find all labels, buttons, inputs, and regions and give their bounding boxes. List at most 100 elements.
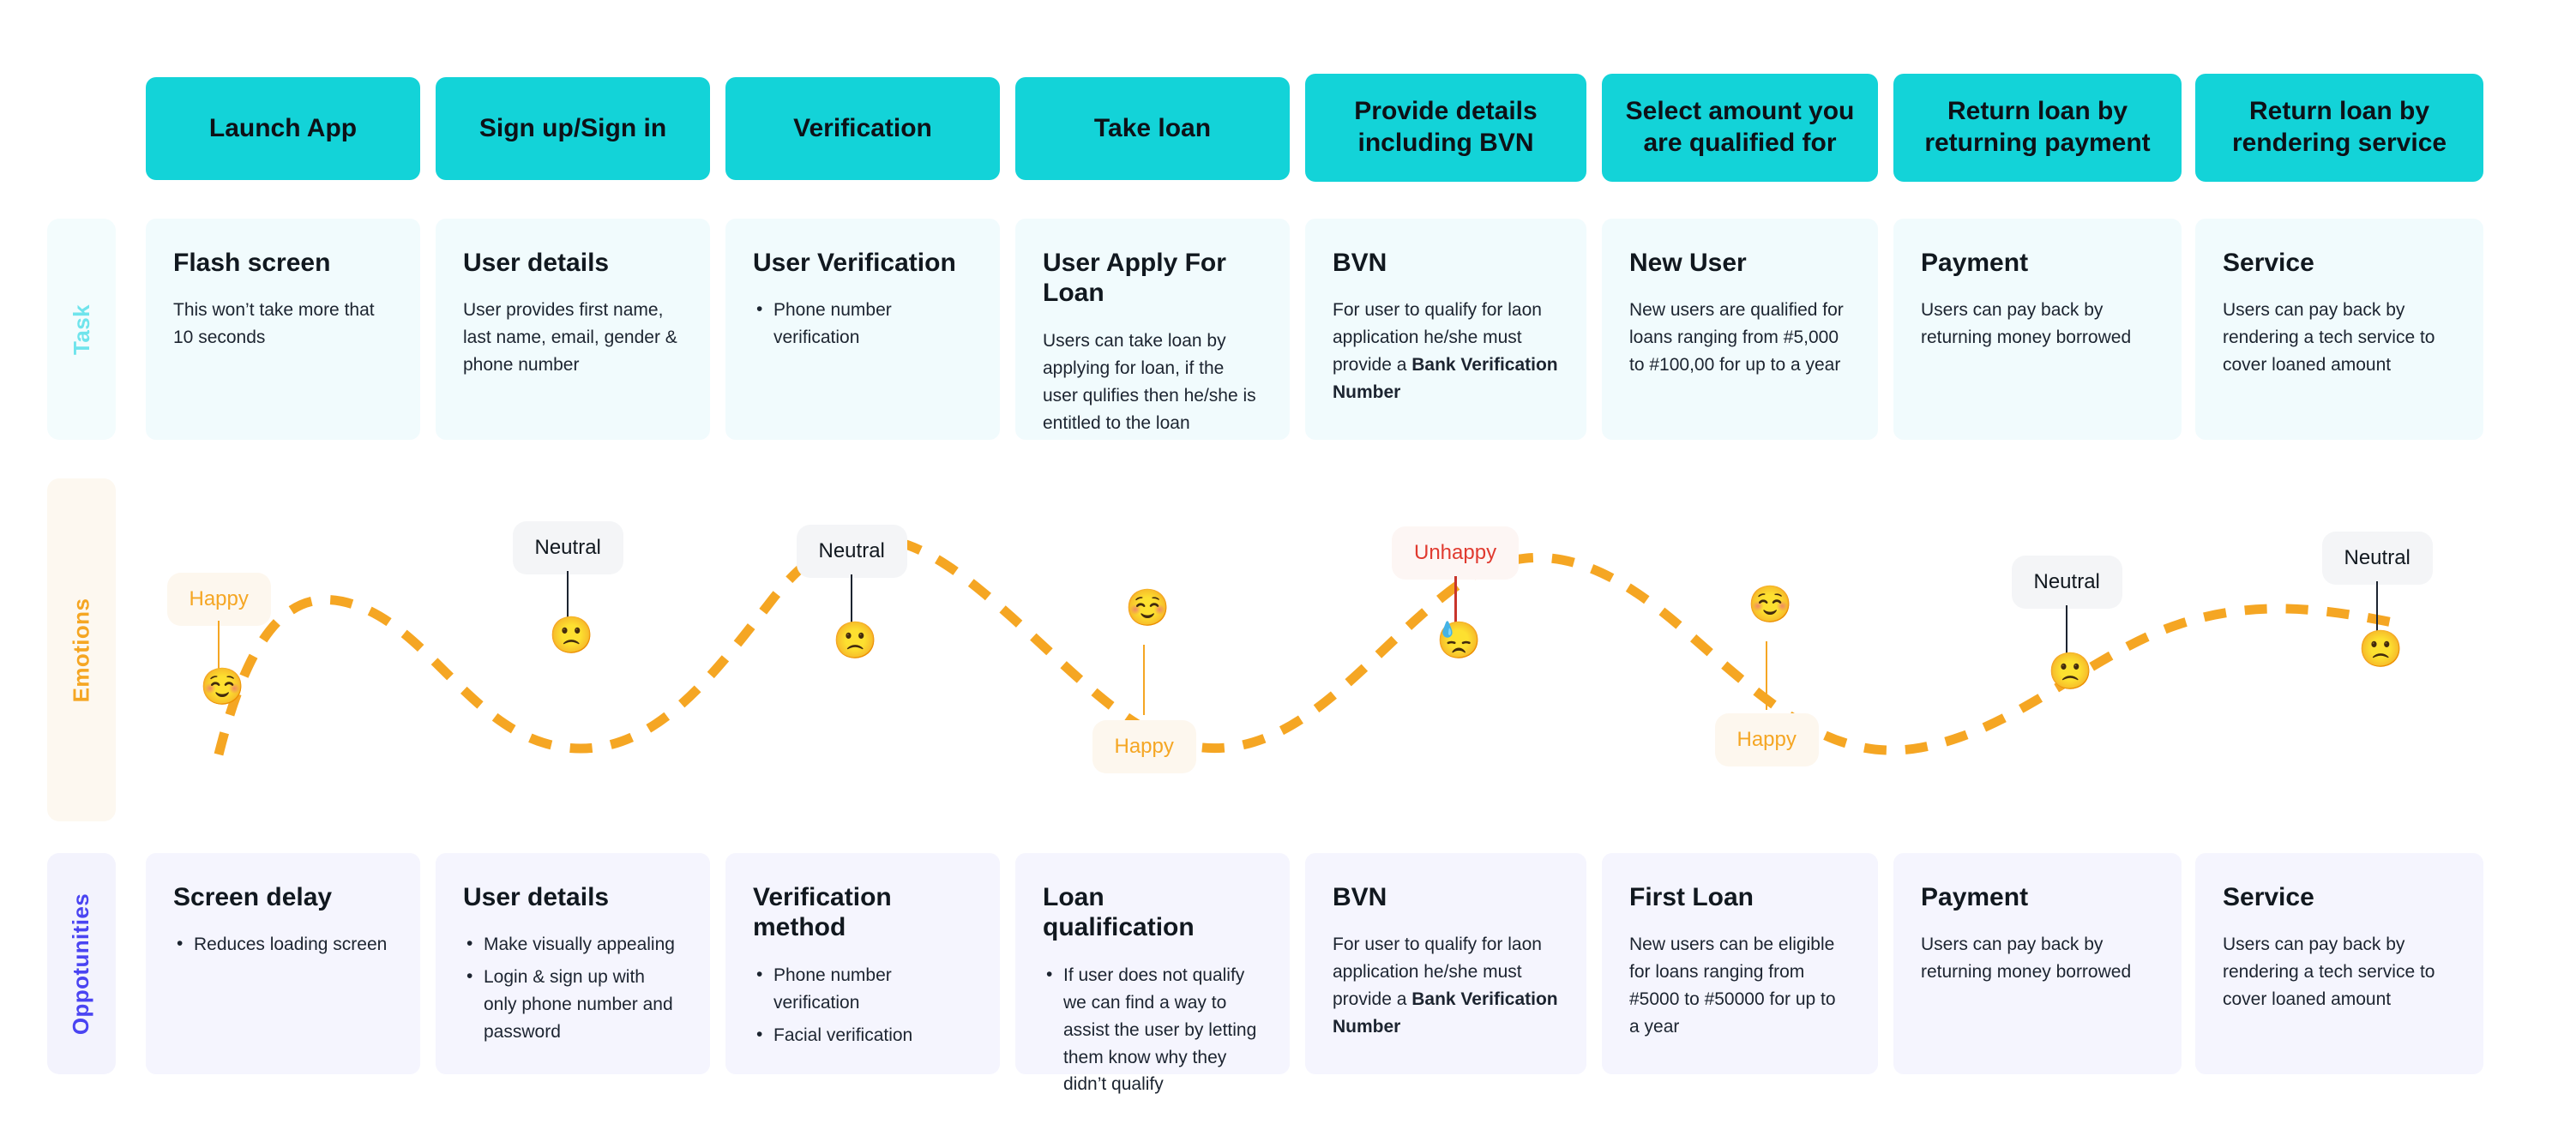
card-bullet-item: Facial verification xyxy=(753,1021,972,1049)
card-bullet-list: Make visually appealingLogin & sign up w… xyxy=(463,930,683,1046)
stage-button-label: Return loan by returning payment xyxy=(1924,97,2151,157)
card-body: For user to qualify for laon application… xyxy=(1333,931,1559,1041)
rail-task-text: Task xyxy=(68,304,94,355)
emotion-label-pill-happy[interactable]: Happy xyxy=(1092,720,1196,773)
card-bullet-item: Phone number verification xyxy=(753,961,972,1017)
card-title: User details xyxy=(463,249,610,277)
card-body: New users are qualified for loans rangin… xyxy=(1629,300,1844,376)
emotion-face-icon-happy: ☺️ xyxy=(1125,587,1171,628)
stage-button-8[interactable]: Return loan by rendering service xyxy=(2195,74,2483,182)
card-body: Users can take loan by applying for loan… xyxy=(1043,330,1256,433)
opportunity-card[interactable]: Verification methodPhone number verifica… xyxy=(725,853,1000,1074)
card-body: Users can pay back by returning money bo… xyxy=(1921,300,2132,348)
card-title: Payment xyxy=(1921,883,2029,911)
emotion-face-icon-neutral: 🙁 xyxy=(2048,651,2093,691)
emotion-label-pill-neutral[interactable]: Neutral xyxy=(2321,532,2433,585)
card-body: Users can pay back by rendering a tech s… xyxy=(2223,935,2435,1010)
stage-button-label: Launch App xyxy=(208,113,358,142)
rail-label-opportunities: Oppotunities xyxy=(47,853,116,1074)
emotion-face-icon-happy: ☺️ xyxy=(200,666,245,706)
card-title: New User xyxy=(1629,249,1747,277)
emotion-face-icon-unhappy: 😓 xyxy=(1436,620,1482,660)
stage-button-label: Verification xyxy=(793,113,932,142)
stage-button-3[interactable]: Verification xyxy=(725,77,1000,180)
card-body-text: For user to qualify for laon application… xyxy=(1333,935,1542,1010)
card-body: New users can be eligible for loans rang… xyxy=(1629,935,1836,1037)
stage-button-label: Select amount you are qualified for xyxy=(1625,97,1855,157)
card-bullet-item: Phone number verification xyxy=(753,296,972,352)
emotion-label-text: Unhappy xyxy=(1414,541,1497,564)
stage-button-2[interactable]: Sign up/Sign in xyxy=(436,77,710,180)
card-bullet-list: If user does not qualify we can find a w… xyxy=(1043,961,1262,1099)
card-bullet-item: Login & sign up with only phone number a… xyxy=(463,963,683,1046)
task-card[interactable]: BVN For user to qualify for laon applicat… xyxy=(1305,219,1586,440)
card-bullet-item: Reduces loading screen xyxy=(173,930,393,959)
card-body: For user to qualify for laon application… xyxy=(1333,297,1559,406)
card-body-text: For user to qualify for laon application… xyxy=(1333,300,1542,376)
card-title: Loan qualification xyxy=(1043,883,1195,942)
emotion-face-icon-neutral: 🙁 xyxy=(549,615,594,655)
rail-emotions-text: Emotions xyxy=(68,598,94,702)
card-body: This won’t take more that 10 seconds xyxy=(173,300,375,348)
card-body: Users can pay back by returning money bo… xyxy=(1921,935,2132,983)
emotion-label-pill-unhappy[interactable]: Unhappy xyxy=(1392,526,1520,580)
rail-label-task: Task xyxy=(47,219,116,440)
emotion-face-icon-neutral: 🙁 xyxy=(2358,628,2404,669)
emotion-label-pill-neutral[interactable]: Neutral xyxy=(512,521,623,574)
emotion-label-text: Neutral xyxy=(534,536,601,559)
emotion-label-text: Happy xyxy=(1736,728,1797,751)
card-bullet-list: Reduces loading screen xyxy=(173,930,393,959)
emotion-label-pill-neutral[interactable]: Neutral xyxy=(796,525,907,578)
stage-button-5[interactable]: Provide details including BVN xyxy=(1305,74,1586,182)
stage-button-7[interactable]: Return loan by returning payment xyxy=(1893,74,2182,182)
emotion-label-text: Happy xyxy=(189,587,249,610)
card-title: User Verification xyxy=(753,249,956,277)
card-title: Payment xyxy=(1921,249,2029,277)
stage-button-label: Provide details including BVN xyxy=(1354,97,1538,157)
stage-button-6[interactable]: Select amount you are qualified for xyxy=(1602,74,1878,182)
emotion-label-pill-happy[interactable]: Happy xyxy=(1714,713,1819,766)
task-card[interactable]: User VerificationPhone number verificati… xyxy=(725,219,1000,440)
emotion-label-pill-neutral[interactable]: Neutral xyxy=(2011,556,2122,609)
emotion-connector-line xyxy=(1143,645,1145,715)
card-title: Verification method xyxy=(753,883,892,942)
rail-label-emotions: Emotions xyxy=(47,478,116,821)
card-title: First Loan xyxy=(1629,883,1754,911)
opportunity-card[interactable]: Screen delayReduces loading screen xyxy=(146,853,420,1074)
rail-opportunities-text: Oppotunities xyxy=(68,893,94,1035)
card-title: Service xyxy=(2223,249,2314,277)
opportunity-card[interactable]: Loan qualificationIf user does not quali… xyxy=(1015,853,1290,1094)
card-body-emphasis: Bank Verification Number xyxy=(1333,355,1558,403)
emotion-connector-line xyxy=(1766,641,1767,710)
card-bullet-item: If user does not qualify we can find a w… xyxy=(1043,961,1262,1099)
card-title: BVN xyxy=(1333,249,1387,277)
stage-button-4[interactable]: Take loan xyxy=(1015,77,1290,180)
card-bullet-item: Make visually appealing xyxy=(463,930,683,959)
card-title: Screen delay xyxy=(173,883,333,911)
card-title: Flash screen xyxy=(173,249,331,277)
emotion-label-text: Neutral xyxy=(818,539,885,562)
emotion-label-pill-happy[interactable]: Happy xyxy=(166,573,271,626)
emotion-face-icon-neutral: 🙁 xyxy=(833,620,878,660)
stage-button-label: Return loan by rendering service xyxy=(2231,97,2447,157)
stage-button-1[interactable]: Launch App xyxy=(146,77,420,180)
card-bullet-list: Phone number verificationFacial verifica… xyxy=(753,961,972,1049)
opportunity-card[interactable]: User detailsMake visually appealingLogin… xyxy=(436,853,710,1074)
stage-button-label: Sign up/Sign in xyxy=(478,113,667,142)
card-title: Service xyxy=(2223,883,2314,911)
card-bullet-list: Phone number verification xyxy=(753,296,972,352)
card-body-emphasis: Bank Verification Number xyxy=(1333,989,1558,1037)
emotion-label-text: Happy xyxy=(1114,735,1174,758)
